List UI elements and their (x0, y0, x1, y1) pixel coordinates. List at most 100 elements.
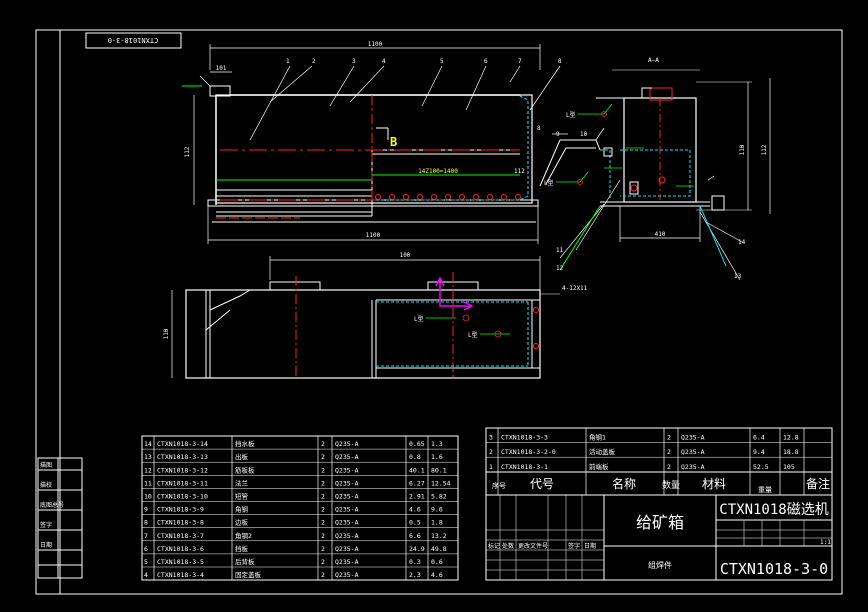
side-stamp-label-4: 日期 (40, 541, 52, 549)
front-view: 1100 101 14Z100=14 (182, 41, 562, 244)
parts-cell-mat: Q235-A (335, 506, 359, 514)
parts-cell-code: CTXN1018-3-9 (157, 506, 204, 514)
balloon-14: 14 (738, 239, 746, 246)
hdr-qty: 数量 (662, 479, 680, 491)
rev-label-2: 更改文件号 (518, 542, 548, 550)
weld-label-4: L型 (468, 331, 478, 339)
title-part-name: 给矿箱 (636, 513, 684, 532)
parts-cell-name: 活动盖板 (589, 447, 616, 456)
dim-plan-left: 110 (163, 328, 170, 339)
parts-cell-mat: Q235-A (681, 463, 705, 471)
side-stamp-label-2: 底图总号 (40, 501, 64, 509)
parts-cell-name: 角钢2 (235, 531, 252, 540)
title-type: 组焊件 (648, 560, 672, 570)
side-view-aa: A—A 410 110 112 (537, 57, 771, 281)
weld-label-3: L型 (414, 315, 424, 323)
parts-cell-name: 筋板板 (235, 465, 255, 474)
parts-cell-qty: 2 (667, 463, 671, 471)
hdr-mat: 材料 (702, 477, 726, 491)
parts-cell-code: CTXN1018-3-12 (157, 466, 208, 474)
parts-cell-w2: 18.8 (783, 448, 799, 456)
balloon-12: 12 (556, 265, 564, 272)
balloon-1: 1 (286, 58, 290, 65)
parts-cell-name: 边板 (235, 518, 249, 527)
rev-label-3: 签字 (568, 542, 580, 550)
plan-view: 100 110 4-12X11 (163, 252, 588, 379)
front-box-outline (215, 94, 533, 204)
parts-cell-no: 14 (144, 440, 152, 448)
title-block: 标记 处数 更改文件号 签字 日期 给矿箱 组焊件 CTXN1018磁选机 CT… (485, 494, 833, 581)
parts-cell-w1: 0.8 (409, 453, 421, 461)
parts-cell-mat: Q235-A (335, 440, 359, 448)
balloon-5: 5 (440, 58, 444, 65)
perforated-dim: 14Z100=1400 (418, 168, 458, 175)
parts-cell-code: CTXN1018-3-13 (157, 453, 208, 461)
balloon-6: 6 (484, 58, 488, 65)
title-machine: CTXN1018磁选机 (719, 502, 828, 518)
parts-cell-mat: Q235-A (335, 479, 359, 487)
parts-cell-w1: 40.1 (409, 466, 425, 474)
side-stamp: 描图 描校 底图总号 签字 日期 (37, 457, 83, 579)
parts-cell-no: 9 (144, 506, 148, 514)
parts-cell-no: 6 (144, 545, 148, 553)
balloon-4: 4 (382, 58, 386, 65)
parts-cell-no: 3 (489, 434, 493, 442)
side-stamp-label-0: 描图 (40, 461, 52, 469)
parts-cell-w1: 0.65 (409, 440, 425, 448)
parts-cell-name: 角钢 (235, 505, 249, 514)
balloon-3: 3 (352, 58, 356, 65)
balloon-8: 8 (558, 58, 562, 65)
parts-cell-code: CTXN1018-3-10 (157, 493, 208, 501)
weld-label-1: L型 (566, 111, 576, 119)
parts-cell-qty: 2 (667, 448, 671, 456)
parts-cell-w2: 1.3 (431, 440, 443, 448)
title-drawing-no: CTXN1018-3-0 (720, 560, 828, 578)
parts-cell-w2: 12.8 (783, 434, 799, 442)
parts-cell-qty: 2 (321, 558, 325, 566)
parts-cell-code: CTXN1018-3-6 (157, 545, 204, 553)
parts-cell-no: 12 (144, 466, 152, 474)
frame-code-text: CTXN1018-3-0 (108, 36, 159, 44)
parts-cell-name: 后背板 (235, 557, 255, 566)
parts-cell-qty: 2 (321, 493, 325, 501)
weld-label-2: L型 (544, 179, 554, 187)
balloon-10: 10 (580, 131, 588, 138)
dim-right-bottom: 410 (655, 231, 666, 238)
parts-cell-w2: 4.6 (431, 571, 443, 579)
parts-cell-name: 角钢1 (589, 433, 606, 442)
parts-cell-w2: 1.6 (431, 453, 443, 461)
parts-cell-code: CTXN1018-3-2-0 (501, 448, 556, 456)
dim-top-overall: 1100 (368, 41, 383, 48)
parts-cell-w1: 0.5 (409, 519, 421, 527)
parts-cell-no: 13 (144, 453, 152, 461)
balloon-2: 2 (312, 58, 316, 65)
parts-cell-name: 法兰 (235, 478, 249, 487)
balloon-13: 13 (734, 273, 742, 280)
dim-left-height: 112 (184, 146, 191, 157)
section-label-aa: A—A (648, 57, 659, 64)
parts-cell-code: CTXN1018-3-3 (501, 434, 548, 442)
parts-cell-qty: 2 (667, 434, 671, 442)
parts-cell-name: 固定盖板 (235, 570, 262, 579)
parts-cell-name: 挡水板 (235, 439, 255, 448)
perforated-holes (375, 194, 521, 200)
parts-cell-mat: Q235-A (335, 558, 359, 566)
parts-cell-code: CTXN1018-3-4 (157, 571, 204, 579)
parts-cell-no: 10 (144, 493, 152, 501)
balloon-9: 9 (556, 131, 560, 138)
hdr-no: 序号 (492, 481, 506, 490)
parts-cell-w2: 80.1 (431, 466, 447, 474)
hdr-note: 备注 (806, 476, 830, 491)
section-mark-b: B (390, 135, 397, 149)
parts-cell-mat: Q235-A (335, 571, 359, 579)
parts-cell-mat: Q235-A (335, 453, 359, 461)
